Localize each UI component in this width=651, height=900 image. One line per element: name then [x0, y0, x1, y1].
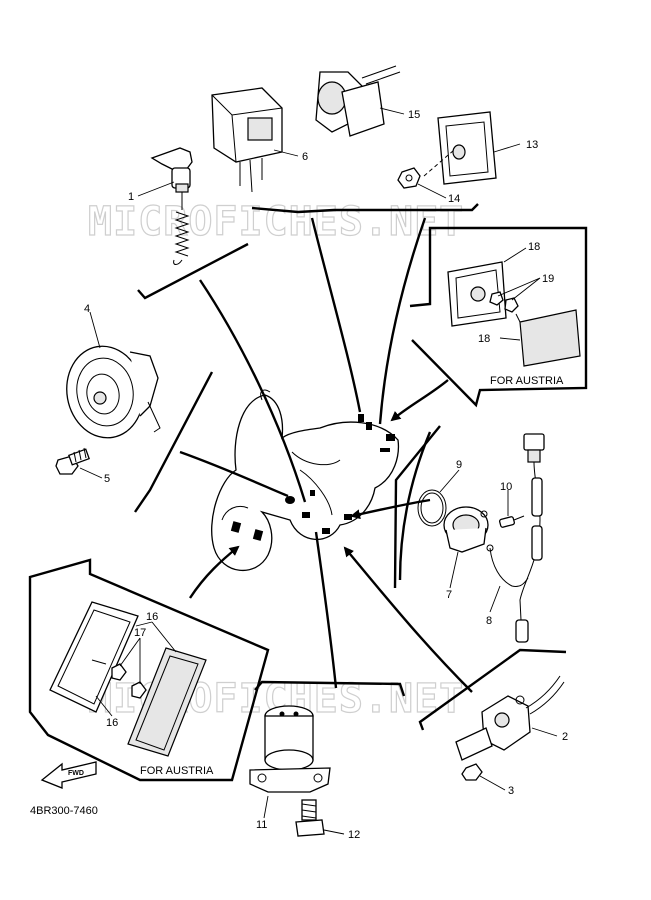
fwd-arrow-icon: FWD: [40, 761, 97, 789]
fwd-label: FWD: [68, 770, 84, 777]
austria-label-top: FOR AUSTRIA: [490, 375, 564, 387]
watermark-top: MICROFICHES.NET: [88, 199, 464, 245]
part-10-screw: [499, 515, 525, 528]
callout-18-top: 18: [528, 241, 540, 253]
motorcycle-frame-outline: [211, 389, 400, 571]
part-4-horn: [66, 345, 161, 439]
callout-18-bottom: 18: [478, 333, 490, 345]
callout-8: 8: [486, 615, 492, 627]
callout-16-top: 16: [146, 611, 158, 623]
callout-9: 9: [456, 459, 462, 471]
callout-6: 6: [302, 151, 308, 163]
callout-2: 2: [562, 731, 568, 743]
callout-numbers: 1 2 3 4 5 6 7 8 9 10 11 12 13 14 15 16 1…: [84, 109, 568, 841]
callout-12: 12: [348, 829, 360, 841]
part-2-sensor: [455, 675, 565, 781]
callout-1: 1: [128, 191, 134, 203]
part-11-sensor: [249, 705, 331, 793]
austria-label-bottom: FOR AUSTRIA: [140, 765, 214, 777]
callout-13: 13: [526, 139, 538, 151]
part-6-relay: [211, 87, 283, 193]
part-15-flasher: [315, 65, 401, 137]
callout-17: 17: [134, 627, 146, 639]
group-brackets: [134, 203, 567, 731]
part-18-reflectors-top: [447, 261, 581, 367]
part-1-switch: [150, 147, 193, 265]
part-7-neutral-switch: [443, 506, 489, 553]
austria-box-bottom: FOR AUSTRIA: [28, 558, 270, 782]
part-8-lead: [486, 433, 545, 643]
callout-3: 3: [508, 785, 514, 797]
austria-box-top: FOR AUSTRIA: [409, 226, 588, 408]
callout-15: 15: [408, 109, 420, 121]
callout-4: 4: [84, 303, 90, 315]
callout-5: 5: [104, 473, 110, 485]
part-16-reflectors-bottom: [49, 601, 207, 757]
callout-11: 11: [256, 819, 267, 831]
callout-7: 7: [446, 589, 452, 601]
part-5-bolt: [55, 447, 91, 475]
diagram-code: 4BR300-7460: [30, 805, 98, 817]
part-12-bolt: [295, 799, 325, 837]
callout-14: 14: [448, 193, 460, 205]
callout-10: 10: [500, 481, 512, 493]
part-13-reflector: [397, 111, 497, 189]
part-9-oring: [417, 489, 447, 527]
callout-16-bottom: 16: [106, 717, 118, 729]
callout-19: 19: [542, 273, 554, 285]
callout-leaders: [79, 107, 558, 835]
